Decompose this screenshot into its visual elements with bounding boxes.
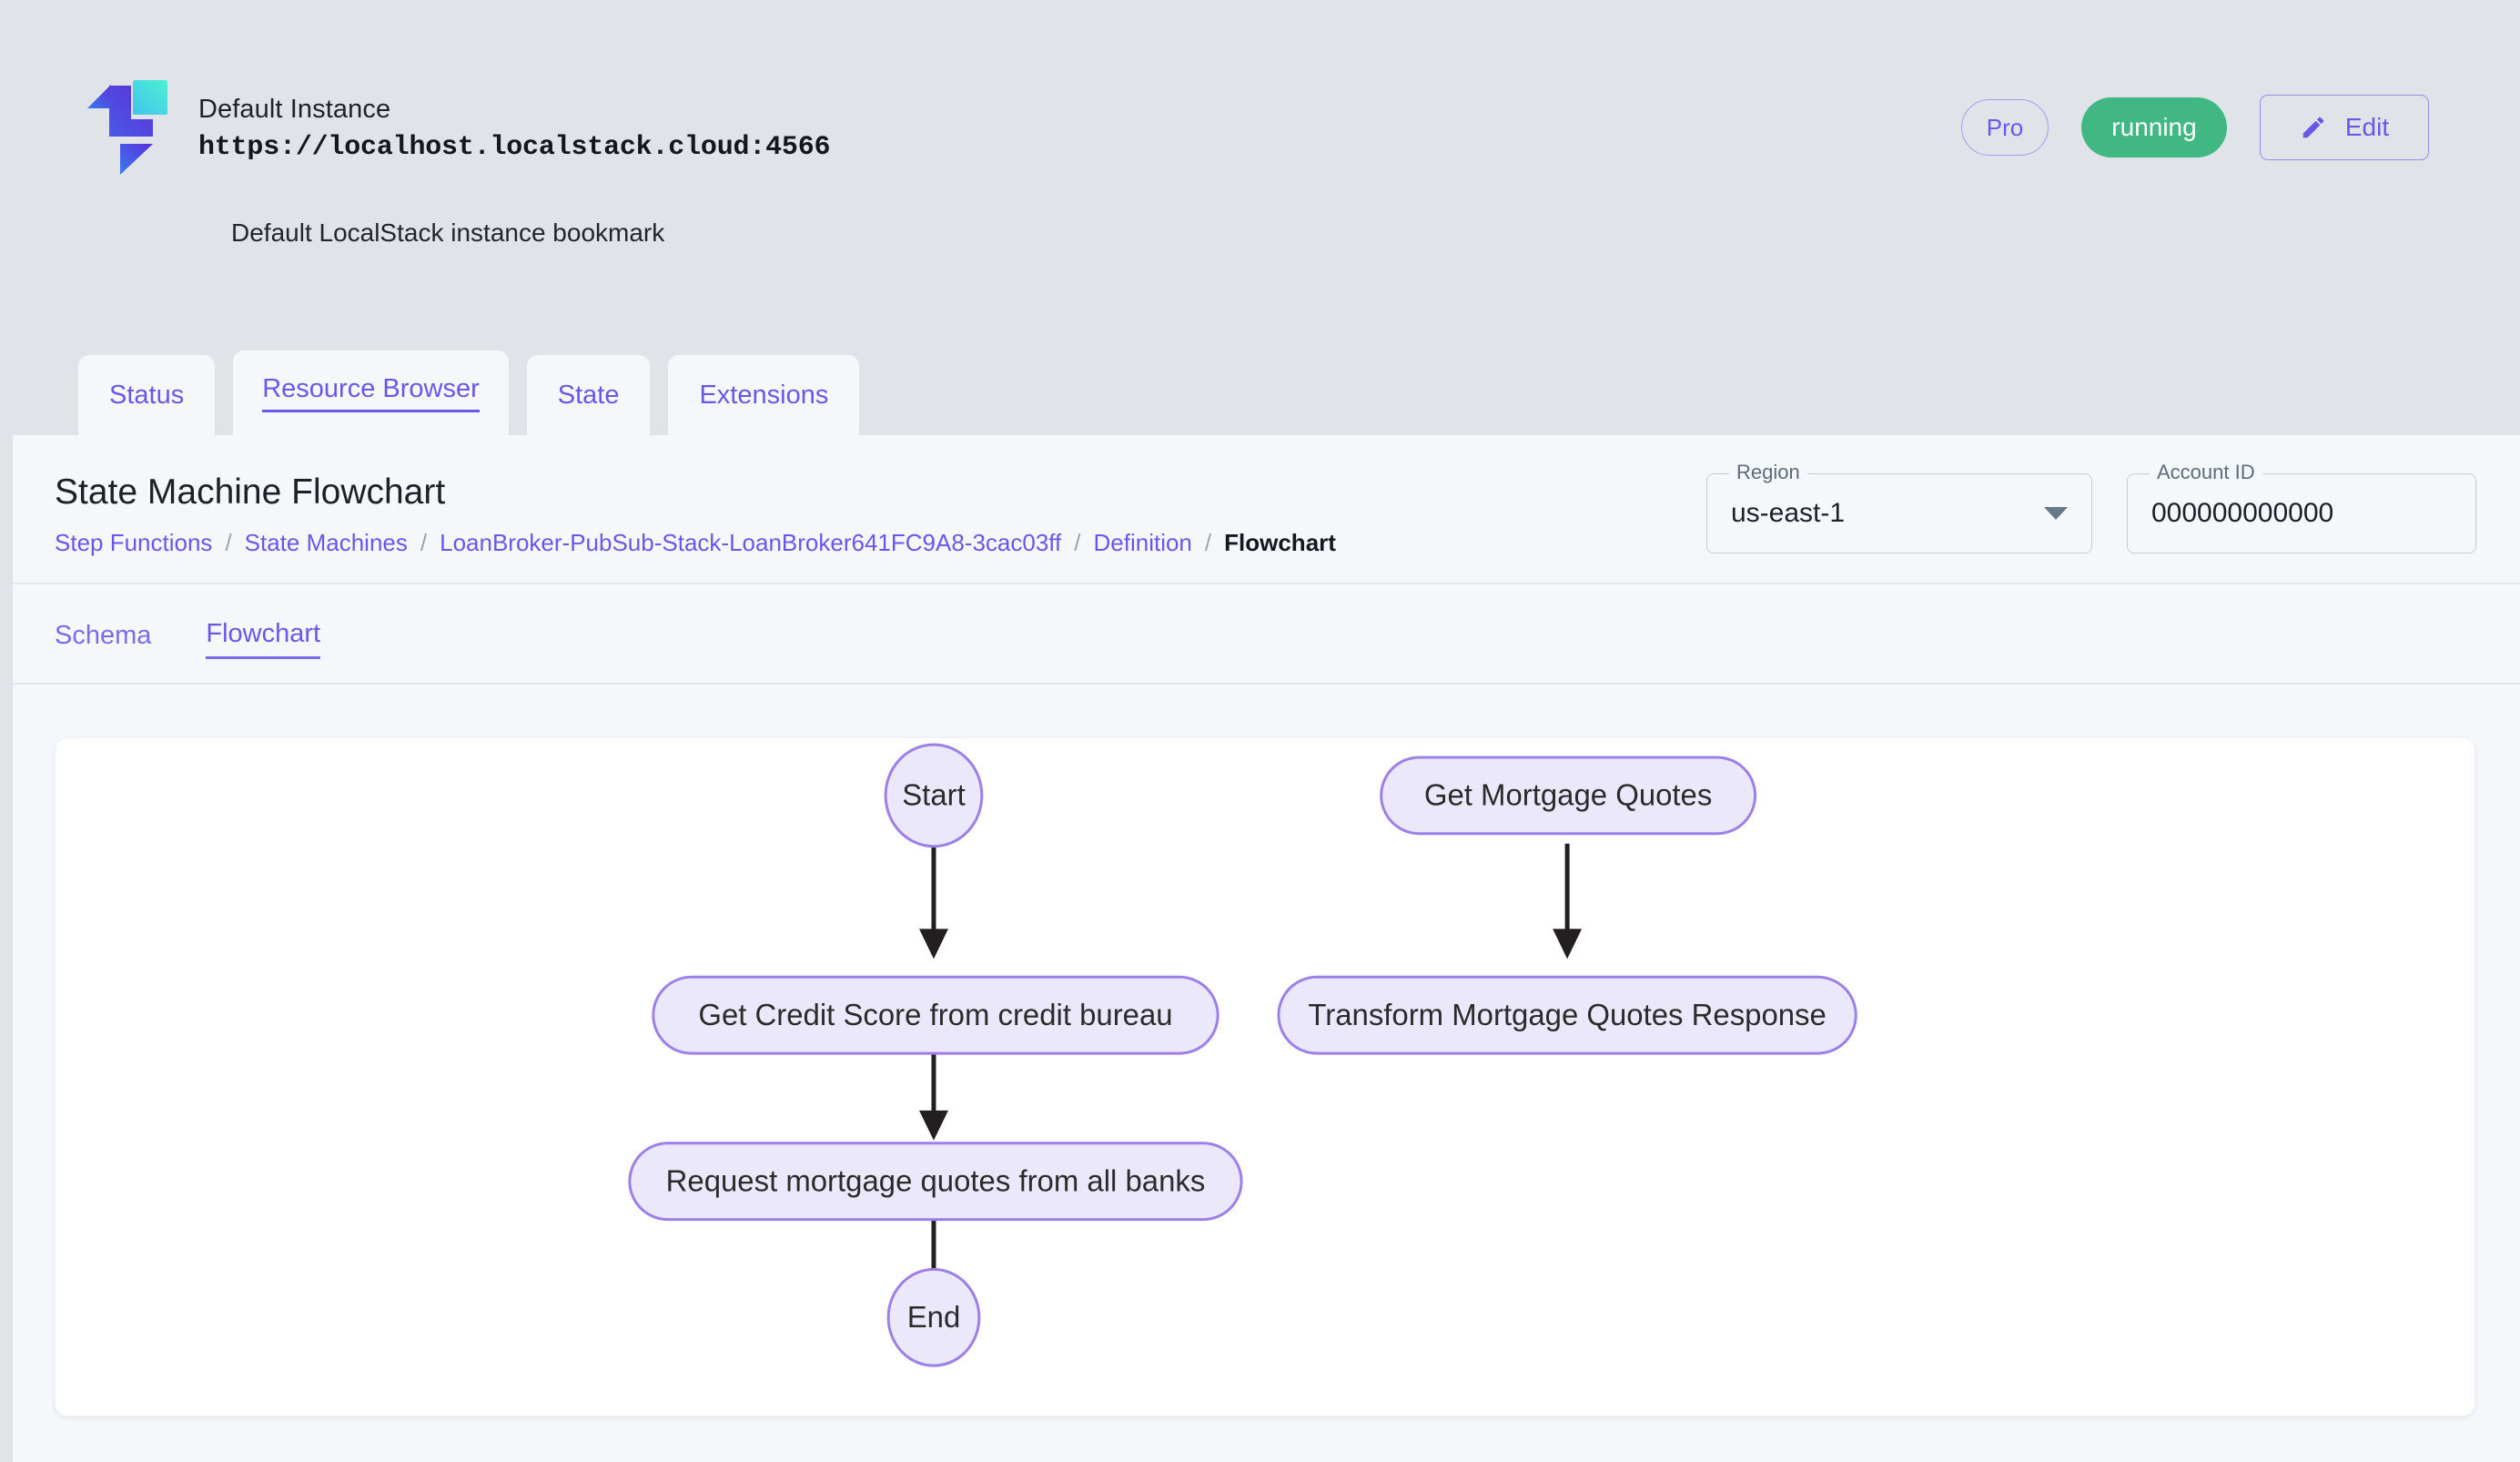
flow-node-get-mortgage-quotes-label: Get Mortgage Quotes: [1424, 778, 1712, 812]
localstack-logo-icon: [87, 80, 167, 175]
region-label: Region: [1729, 462, 1807, 482]
main-tab-bar: Status Resource Browser State Extensions: [78, 350, 860, 435]
edit-button[interactable]: Edit: [2260, 95, 2429, 160]
tab-state-label: State: [557, 380, 620, 410]
header-actions: Pro running Edit: [1961, 95, 2429, 160]
status-badge: running: [2081, 97, 2227, 157]
breadcrumb-item-step-functions[interactable]: Step Functions: [55, 528, 213, 556]
flow-node-end-label: End: [907, 1300, 961, 1334]
breadcrumb-item-definition[interactable]: Definition: [1093, 528, 1192, 556]
filter-fields: Region us-east-1 Account ID 000000000000: [1706, 462, 2476, 553]
divider-sub-tabs: [13, 683, 2520, 685]
sub-tab-flowchart[interactable]: Flowchart: [206, 619, 321, 659]
page-body: State Machine Flowchart Step Functions /…: [13, 435, 2520, 1462]
breadcrumb-separator: /: [225, 528, 232, 556]
tab-resource-browser-label: Resource Browser: [262, 374, 480, 412]
tab-status-label: Status: [109, 380, 185, 410]
region-select[interactable]: Region us-east-1: [1706, 462, 2092, 553]
breadcrumb-item-state-machines[interactable]: State Machines: [244, 528, 408, 556]
flow-node-transform-quotes[interactable]: Transform Mortgage Quotes Response: [1277, 975, 1857, 1055]
page-title: State Machine Flowchart: [55, 472, 446, 512]
breadcrumb: Step Functions / State Machines / LoanBr…: [55, 529, 1336, 557]
flowchart-canvas[interactable]: Start Get Credit Score from credit burea…: [55, 737, 2475, 1416]
instance-summary: Default Instance https://localhost.local…: [87, 80, 831, 178]
account-id-field[interactable]: Account ID 000000000000: [2127, 462, 2476, 553]
flow-node-transform-quotes-label: Transform Mortgage Quotes Response: [1308, 998, 1826, 1031]
breadcrumb-separator: /: [1074, 528, 1081, 556]
instance-title: Default Instance: [198, 95, 391, 124]
pro-badge[interactable]: Pro: [1961, 99, 2049, 156]
breadcrumb-item-flowchart: Flowchart: [1224, 528, 1336, 556]
page-head: State Machine Flowchart Step Functions /…: [55, 472, 1336, 557]
sub-tab-schema[interactable]: Schema: [55, 620, 152, 650]
account-id-label: Account ID: [2150, 462, 2262, 482]
instance-endpoint: https://localhost.localstack.cloud:4566: [198, 132, 831, 164]
flow-node-request-quotes[interactable]: Request mortgage quotes from all banks: [628, 1142, 1243, 1222]
instance-header: Default Instance https://localhost.local…: [0, 0, 2520, 435]
tab-extensions[interactable]: Extensions: [668, 355, 860, 435]
tab-state[interactable]: State: [526, 355, 651, 435]
flow-edge-start-to-credit-score: [919, 843, 948, 959]
tab-status[interactable]: Status: [78, 355, 216, 435]
flow-edge-get-quotes-to-transform: [1553, 843, 1583, 959]
tab-resource-browser[interactable]: Resource Browser: [233, 350, 509, 435]
breadcrumb-separator: /: [420, 528, 428, 556]
edit-button-label: Edit: [2344, 113, 2390, 141]
flow-node-start[interactable]: Start: [884, 743, 984, 848]
instance-description: Default LocalStack instance bookmark: [231, 218, 665, 247]
tab-extensions-label: Extensions: [699, 380, 829, 410]
flow-node-end[interactable]: End: [886, 1267, 981, 1367]
chevron-down-icon[interactable]: [2044, 507, 2068, 520]
divider-top: [13, 583, 2520, 584]
sub-tab-bar: Schema Flowchart: [55, 619, 321, 659]
region-value: us-east-1: [1731, 498, 1846, 528]
account-id-value: 000000000000: [2151, 498, 2334, 528]
flow-node-get-mortgage-quotes[interactable]: Get Mortgage Quotes: [1380, 756, 1757, 836]
breadcrumb-item-state-machine-name[interactable]: LoanBroker-PubSub-Stack-LoanBroker641FC9…: [440, 528, 1062, 556]
flow-node-start-label: Start: [902, 778, 966, 812]
flow-node-get-credit-score[interactable]: Get Credit Score from credit bureau: [652, 975, 1220, 1055]
flow-node-request-quotes-label: Request mortgage quotes from all banks: [666, 1163, 1206, 1197]
flowchart-svg: Start Get Credit Score from credit burea…: [628, 743, 1857, 1367]
breadcrumb-separator: /: [1204, 528, 1212, 556]
pencil-icon: [2302, 117, 2324, 138]
flow-node-get-credit-score-label: Get Credit Score from credit bureau: [698, 998, 1172, 1031]
